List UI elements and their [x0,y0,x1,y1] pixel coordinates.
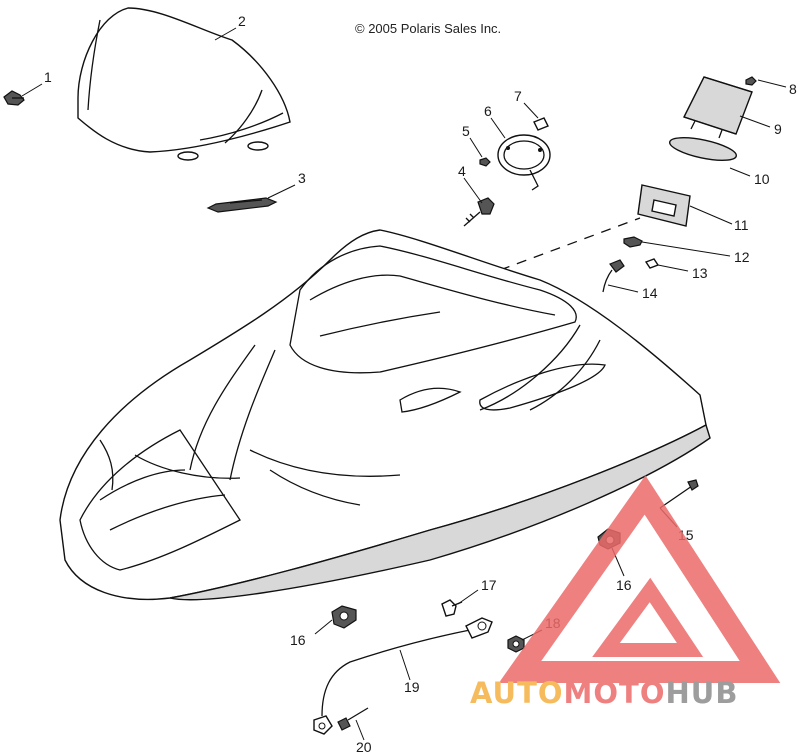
watermark-logo: AUTOMOTOHUB [470,475,781,710]
callout-2: 2 [238,13,246,29]
callout-8: 8 [789,81,797,97]
spring-12 [623,236,643,248]
wire-14 [602,259,625,293]
callout-12: 12 [734,249,750,265]
callout-14: 14 [642,285,658,301]
callout-10: 10 [754,171,770,187]
push-pin-17 [441,599,463,617]
callout-17: 17 [481,577,497,593]
callout-20: 20 [356,739,372,755]
windshield [77,7,291,161]
callout-7: 7 [514,88,522,104]
callout-3: 3 [298,170,306,186]
callout-1: 1 [44,69,52,85]
callout-13: 13 [692,265,708,281]
plug-13 [644,258,660,269]
callout-6: 6 [484,103,492,119]
hood-strut [206,197,278,213]
callout-16-right: 16 [616,577,632,593]
gauge-seal [668,137,738,161]
pin-7 [533,117,549,131]
screw-8 [745,76,757,86]
callout-4: 4 [458,163,466,179]
callout-9: 9 [774,121,782,137]
screw-20 [337,707,369,731]
hood [59,229,711,601]
callout-5: 5 [462,123,470,139]
watermark-text: AUTOMOTOHUB [470,676,738,710]
callout-19: 19 [404,679,420,695]
grommet-16-left [331,605,357,629]
gauge-housing [683,76,753,139]
gauge-bezel [637,184,691,227]
gauge-mount-ring [497,134,551,191]
bolt-4 [463,197,495,227]
ground-cable [313,617,493,735]
copyright-text: © 2005 Polaris Sales Inc. [355,21,501,36]
nut-18 [507,635,525,653]
callout-16-left: 16 [290,632,306,648]
push-rivet-1 [3,90,25,106]
clip-5 [479,157,491,167]
screw-15 [659,479,699,509]
callout-11: 11 [734,217,749,233]
